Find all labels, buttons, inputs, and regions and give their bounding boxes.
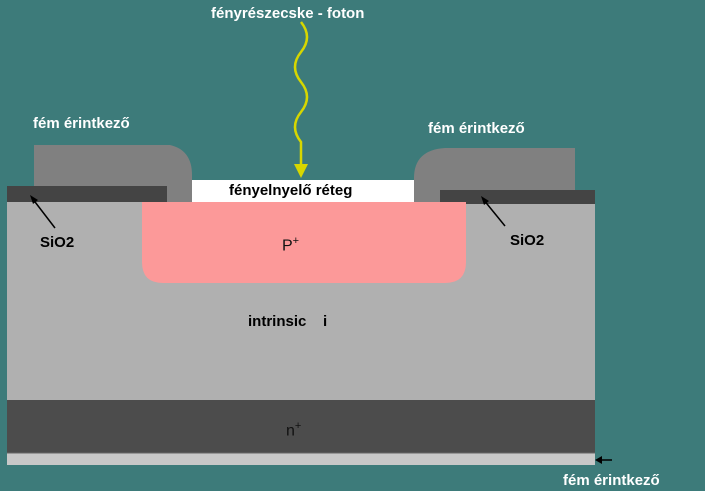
n-region-label: n+ bbox=[286, 420, 301, 440]
intrinsic-label: intrinsic i bbox=[248, 313, 328, 330]
photon-path bbox=[293, 21, 309, 168]
photon-label: fényrészecske - foton bbox=[211, 5, 365, 22]
contact-right-label: fém érintkező bbox=[428, 120, 525, 137]
n-region-letter: n bbox=[286, 422, 295, 440]
bottom-metal-strip bbox=[7, 453, 595, 465]
contact-bottom-label: fém érintkező bbox=[563, 472, 660, 489]
sio2-right-pointer bbox=[482, 198, 506, 227]
p-region-letter: P bbox=[282, 237, 293, 255]
n-region-superscript: + bbox=[294, 420, 302, 432]
contact-left-label: fém érintkező bbox=[33, 115, 130, 132]
absorber-label: fényelnyelő réteg bbox=[229, 182, 353, 199]
p-region-superscript: + bbox=[292, 235, 300, 247]
sio2-left-pointer bbox=[31, 197, 56, 229]
sio2-right-label: SiO2 bbox=[510, 232, 545, 249]
sio2-layer-left bbox=[7, 186, 167, 202]
absorber-layer bbox=[192, 180, 414, 204]
n-plus-layer bbox=[7, 400, 595, 453]
sio2-layer-right bbox=[440, 190, 595, 204]
p-plus-region bbox=[142, 202, 466, 283]
sio2-left-label: SiO2 bbox=[40, 234, 75, 251]
photon-arrowhead bbox=[294, 164, 308, 178]
p-region-label: P+ bbox=[282, 235, 299, 255]
metal-contact-left bbox=[34, 145, 192, 202]
metal-contact-right bbox=[414, 148, 575, 203]
